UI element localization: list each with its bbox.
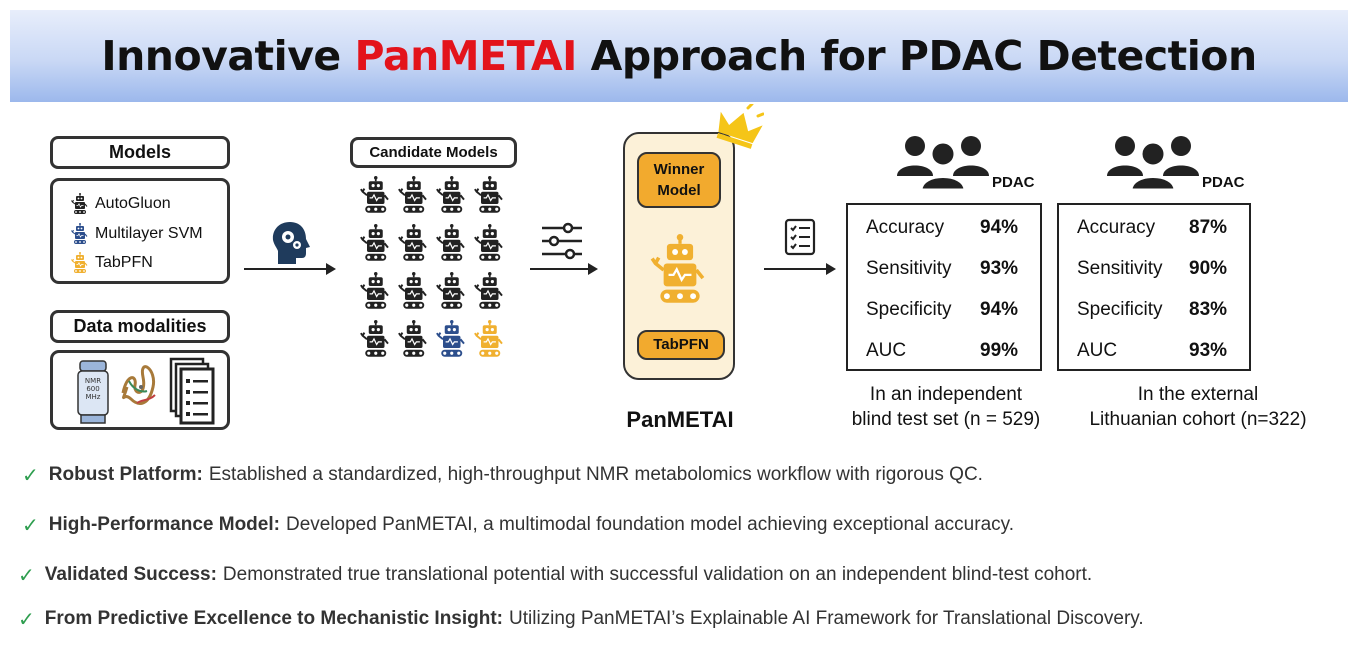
candidate-robot-grid (360, 176, 503, 357)
title-highlight: PanMETAI (354, 32, 578, 80)
bullet-high-performance: ✓High-Performance Model:Developed PanMET… (22, 513, 1014, 537)
selected-model-label: TabPFN (637, 330, 725, 360)
candidate-models-heading: Candidate Models (350, 137, 517, 168)
candidate-robot-icon (398, 272, 427, 309)
check-icon: ✓ (18, 563, 35, 587)
bullet-validated-success: ✓Validated Success:Demonstrated true tra… (18, 563, 1093, 587)
sliders-icon (542, 222, 582, 260)
nmr-label-2: 600 (86, 385, 99, 393)
title-part-2: Approach for PDAC Detection (576, 32, 1257, 80)
candidate-robot-icon (474, 224, 503, 261)
check-icon: ✓ (22, 463, 39, 487)
documents-icon (169, 357, 215, 425)
candidate-robot-icon (360, 224, 389, 261)
check-icon: ✓ (22, 513, 39, 537)
pdac-label-1: PDAC (992, 174, 1035, 191)
page-title: Innovative PanMETAI Approach for PDAC De… (0, 32, 1358, 80)
winner-robot-icon (650, 234, 705, 303)
model-item-autogluon: AutoGluon (71, 193, 171, 215)
robot-icon (71, 193, 88, 214)
brain-gears-icon (272, 222, 310, 264)
nmr-machine-icon: NMR 600 MHz (77, 360, 109, 424)
data-modalities-heading: Data modalities (50, 310, 230, 343)
candidate-robot-icon (360, 176, 389, 213)
candidate-robot-icon (474, 272, 503, 309)
winner-model-label: Winner Model (637, 152, 721, 208)
protein-structure-icon (121, 365, 156, 405)
crown-icon (716, 104, 764, 149)
candidate-robot-icon (436, 272, 465, 309)
candidate-robot-icon (474, 320, 503, 357)
people-group-icon (1107, 136, 1199, 192)
caption-blind-test: In an independent blind test set (n = 52… (851, 384, 1041, 430)
candidate-robot-icon (398, 320, 427, 357)
model-item-multilayer-svm: Multilayer SVM (71, 223, 203, 245)
arrow-right-1 (244, 263, 336, 275)
winner-panel: Winner Model TabPFN (623, 132, 735, 380)
nmr-label-3: MHz (86, 393, 101, 401)
candidate-robot-icon (360, 320, 389, 357)
bullet-robust-platform: ✓Robust Platform:Established a standardi… (22, 463, 983, 487)
data-modalities-panel: NMR 600 MHz (50, 350, 230, 430)
model-name: PanMETAI (626, 407, 734, 432)
candidate-robot-icon (436, 176, 465, 213)
arrow-right-2 (530, 263, 598, 275)
models-heading: Models (50, 136, 230, 169)
candidate-robot-icon (436, 320, 465, 357)
candidate-robot-icon (398, 176, 427, 213)
checklist-icon (784, 218, 816, 256)
nmr-label-1: NMR (85, 377, 101, 385)
candidate-robot-icon (360, 272, 389, 309)
robot-icon (71, 223, 88, 244)
check-icon: ✓ (18, 607, 35, 631)
model-item-tabpfn: TabPFN (71, 252, 153, 274)
arrow-right-3 (764, 263, 836, 275)
people-group-icon (897, 136, 989, 192)
title-part-1: Innovative (101, 32, 355, 80)
bullet-mechanistic-insight: ✓From Predictive Excellence to Mechanist… (18, 607, 1144, 631)
models-list: AutoGluon Multilayer SVM TabPFN (50, 178, 230, 284)
title-banner (10, 10, 1348, 102)
robot-icon (71, 252, 88, 273)
candidate-robot-icon (474, 176, 503, 213)
caption-external-cohort: In the external Lithuanian cohort (n=322… (1089, 384, 1307, 430)
candidate-robot-icon (436, 224, 465, 261)
candidate-robot-icon (398, 224, 427, 261)
pdac-label-2: PDAC (1202, 174, 1245, 191)
